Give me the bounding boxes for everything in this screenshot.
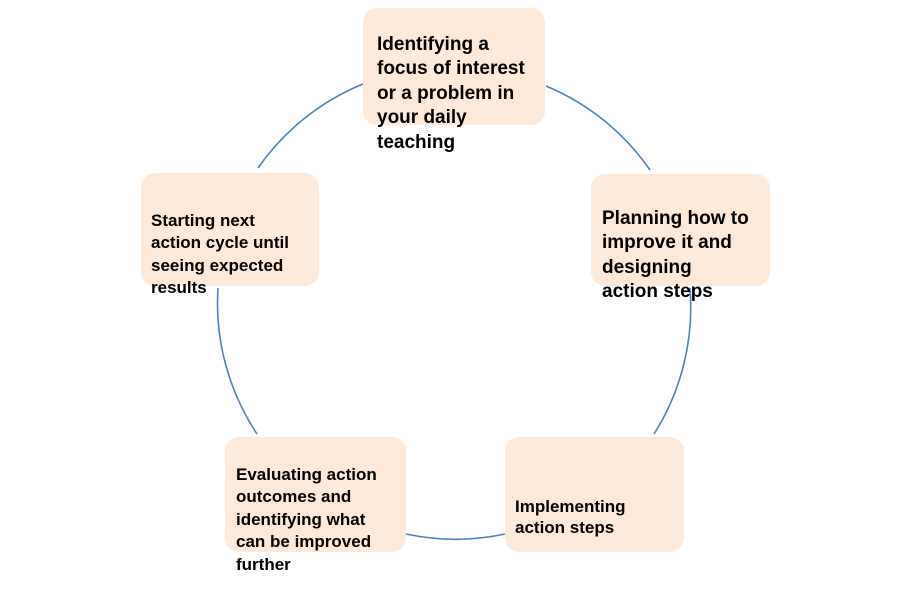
arc-5-to-1 <box>257 83 364 169</box>
step-implement-actions: Implementing action steps <box>505 437 684 552</box>
step-start-next-cycle-label: Starting next action cycle until seeing … <box>151 210 289 298</box>
cycle-diagram <box>216 83 692 541</box>
step-implement-actions-label: Implementing action steps <box>515 497 626 537</box>
arc-2-to-3 <box>653 287 692 435</box>
arc-4-to-5 <box>216 287 258 435</box>
step-evaluate-outcomes-label: Evaluating action outcomes and identifyi… <box>236 464 377 574</box>
step-plan-improvement: Planning how to improve it and designing… <box>591 174 770 302</box>
step-identify-focus-label: Identifying a focus of interest or a pro… <box>377 33 525 153</box>
arc-3-to-4 <box>405 533 506 541</box>
step-identify-focus: Identifying a focus of interest or a pro… <box>363 8 545 153</box>
step-evaluate-outcomes: Evaluating action outcomes and identifyi… <box>225 437 406 574</box>
step-plan-improvement-label: Planning how to improve it and designing… <box>602 207 749 303</box>
step-start-next-cycle: Starting next action cycle until seeing … <box>141 173 319 297</box>
cycle-connector-arcs <box>216 83 692 541</box>
arc-1-to-2 <box>545 85 651 171</box>
